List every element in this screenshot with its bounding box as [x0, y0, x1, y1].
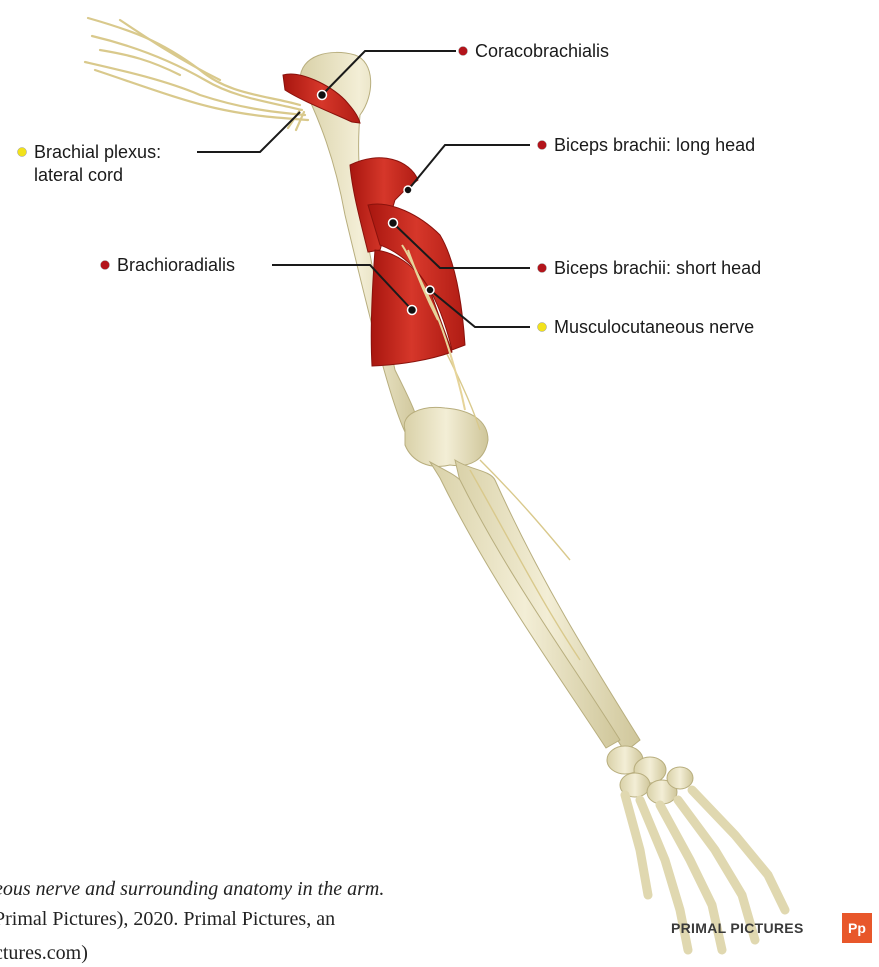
caption-line-3: ctures.com): [0, 940, 88, 966]
label-brachial-plexus-line1: Brachial plexus:: [34, 141, 161, 163]
marker-musculocutaneous: [538, 323, 547, 332]
caption-line-1: eous nerve and surrounding anatomy in th…: [0, 876, 384, 902]
marker-brachial-plexus: [18, 148, 27, 157]
label-coracobrachialis: Coracobrachialis: [475, 40, 609, 62]
marker-brachioradialis: [101, 261, 110, 270]
caption-line-2: Primal Pictures), 2020. Primal Pictures,…: [0, 906, 335, 932]
leader-biceps-long: [408, 145, 530, 190]
label-brachioradialis: Brachioradialis: [117, 254, 235, 276]
forearm-bones: [430, 460, 640, 752]
label-biceps-long-head: Biceps brachii: long head: [554, 134, 755, 156]
pin-biceps-short: [389, 219, 398, 228]
brand-name: PRIMAL PICTURES: [671, 920, 804, 936]
label-biceps-short-head: Biceps brachii: short head: [554, 257, 761, 279]
label-brachial-plexus-line2: lateral cord: [34, 164, 123, 186]
pin-musculocutaneous: [426, 286, 434, 294]
pin-brachioradialis: [408, 306, 417, 315]
label-markers: [18, 47, 547, 332]
marker-biceps-short: [538, 264, 547, 273]
pin-biceps-long: [404, 186, 412, 194]
brand-logo-icon: Pp: [842, 913, 872, 943]
label-musculocutaneous-nerve: Musculocutaneous nerve: [554, 316, 754, 338]
marker-coracobrachialis: [459, 47, 468, 56]
wrist-bones: [607, 746, 693, 804]
pin-coracobrachialis: [318, 91, 327, 100]
marker-biceps-long: [538, 141, 547, 150]
brachial-plexus-nerves: [85, 18, 308, 130]
